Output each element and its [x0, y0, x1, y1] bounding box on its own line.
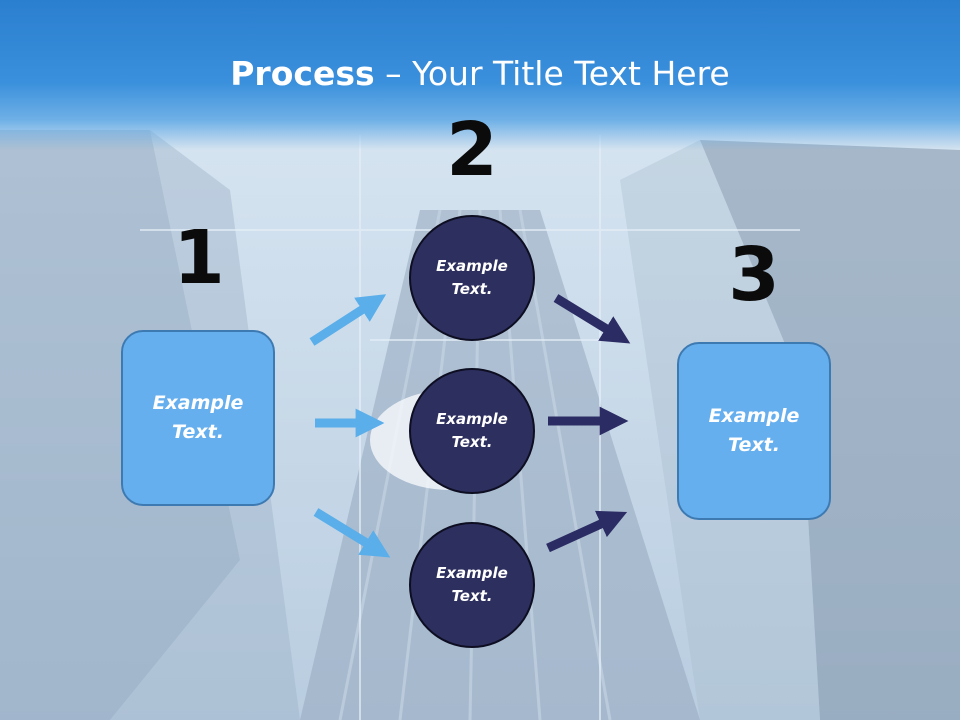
step-2-text-bottom: Example Text.: [436, 564, 508, 605]
title-rest: – Your Title Text Here: [374, 54, 730, 93]
step-number-1: 1: [173, 215, 225, 301]
step-3-box: Example Text.: [677, 342, 831, 520]
step-2-circle-middle: Example Text.: [409, 368, 535, 494]
page-title: Process – Your Title Text Here: [0, 52, 960, 96]
arrow-2-to-3-bottom: [546, 510, 628, 553]
arrow-2-to-3-top: [553, 294, 631, 344]
arrow-1-to-2-bottom: [313, 508, 391, 558]
step-number-3: 3: [728, 232, 780, 318]
arrow-1-to-2-top: [309, 294, 387, 346]
step-2-circle-top: Example Text.: [409, 215, 535, 341]
step-2-text-middle: Example Text.: [436, 410, 508, 451]
step-number-2: 2: [446, 107, 498, 193]
step-1-text: Example Text.: [152, 392, 244, 443]
step-2-text-top: Example Text.: [436, 257, 508, 298]
header-band: [0, 0, 960, 150]
title-bold: Process: [230, 54, 375, 93]
step-3-text: Example Text.: [708, 405, 800, 456]
step-1-box: Example Text.: [121, 330, 275, 506]
step-2-circle-bottom: Example Text.: [409, 522, 535, 648]
